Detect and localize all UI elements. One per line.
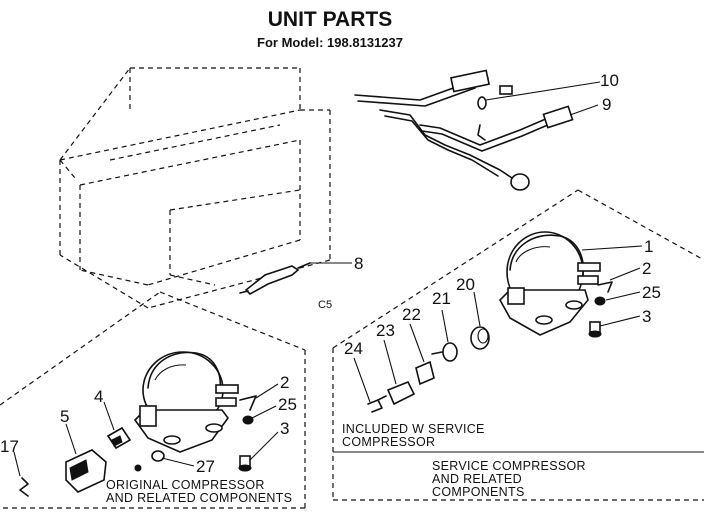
callout-3-original: 3 xyxy=(280,419,289,438)
callout-9: 9 xyxy=(602,95,611,114)
original-label-2: AND RELATED COMPONENTS xyxy=(106,491,292,505)
included-label-2: COMPRESSOR xyxy=(342,435,435,449)
part-17 xyxy=(19,477,29,497)
callout-4: 4 xyxy=(94,387,103,406)
original-panel-outline xyxy=(0,291,306,509)
callout-22: 22 xyxy=(402,305,421,324)
callout-1: 1 xyxy=(644,237,653,256)
callout-10: 10 xyxy=(600,71,619,90)
center-code: C5 xyxy=(318,299,332,311)
cabinet-outline xyxy=(59,67,331,309)
page-title: UNIT PARTS xyxy=(268,8,392,31)
callout-2-original: 2 xyxy=(280,373,289,392)
included-label-1: INCLUDED W SERVICE xyxy=(342,422,485,436)
service-label-3: COMPONENTS xyxy=(432,485,525,499)
drier-part xyxy=(239,262,352,295)
callout-24: 24 xyxy=(344,339,363,358)
service-compressor xyxy=(499,231,601,336)
callout-27: 27 xyxy=(196,457,215,476)
callout-8: 8 xyxy=(354,254,363,273)
wiring-harness xyxy=(354,69,574,191)
callout-20: 20 xyxy=(456,275,475,294)
part-25-service xyxy=(594,296,606,306)
callout-3-service: 3 xyxy=(642,307,651,326)
part-27 xyxy=(134,450,165,472)
part-4 xyxy=(106,426,132,450)
service-label-1: SERVICE COMPRESSOR xyxy=(432,459,586,473)
part-24 xyxy=(367,395,387,413)
model-line: For Model: 198.8131237 xyxy=(257,35,403,50)
callout-17: 17 xyxy=(0,437,19,456)
part-2-service xyxy=(597,281,613,293)
part-20 xyxy=(470,326,490,350)
callout-25-service: 25 xyxy=(642,283,661,302)
part-5 xyxy=(65,449,107,493)
service-label-2: AND RELATED xyxy=(432,472,522,486)
part-21 xyxy=(431,342,458,362)
part-23 xyxy=(386,380,416,406)
part-3-original xyxy=(238,455,252,472)
callout-23: 23 xyxy=(376,321,395,340)
original-label-1: ORIGINAL COMPRESSOR xyxy=(106,478,265,492)
part-3-service xyxy=(588,321,602,338)
original-compressor xyxy=(133,351,239,453)
callout-5: 5 xyxy=(60,407,69,426)
part-22 xyxy=(415,360,435,386)
part-2-original xyxy=(239,395,257,411)
part-25-original xyxy=(242,415,254,425)
callout-21: 21 xyxy=(432,289,451,308)
service-panel-outline xyxy=(332,189,704,501)
callout-2-service: 2 xyxy=(642,259,651,278)
callout-25-original: 25 xyxy=(278,395,297,414)
